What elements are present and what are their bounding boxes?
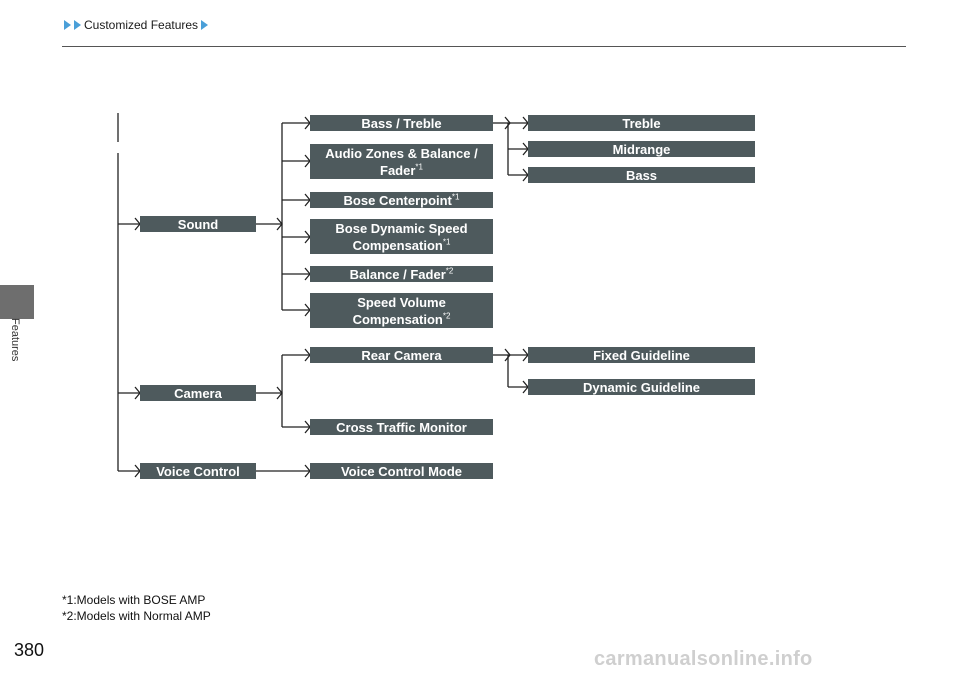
menu-speed-volume-compensation[interactable]: Speed Volume Compensation*2 (310, 293, 493, 328)
breadcrumb-label[interactable]: Customized Features (84, 18, 199, 32)
menu-treble[interactable]: Treble (528, 115, 755, 131)
footnote-mark: *2 (445, 266, 454, 276)
menu-bose-dynamic-speed-compensation[interactable]: Bose Dynamic Speed Compensation*1 (310, 219, 493, 254)
footnotes: *1:Models with BOSE AMP *2:Models with N… (62, 592, 211, 624)
watermark: carmanualsonline.info (594, 648, 813, 670)
breadcrumb: Customized Features (64, 18, 209, 32)
footnote-mark: *2 (442, 311, 451, 321)
section-tab (0, 285, 34, 319)
menu-cross-traffic-monitor[interactable]: Cross Traffic Monitor (310, 419, 493, 435)
menu-bose-centerpoint[interactable]: Bose Centerpoint*1 (310, 192, 493, 208)
menu-midrange[interactable]: Midrange (528, 141, 755, 157)
menu-rear-camera[interactable]: Rear Camera (310, 347, 493, 363)
footnote-mark: *1 (442, 237, 451, 247)
header-divider (62, 46, 906, 47)
menu-audio-zones-balance-fader[interactable]: Audio Zones & Balance / Fader*1 (310, 144, 493, 179)
menu-bass-treble[interactable]: Bass / Treble (310, 115, 493, 131)
menu-voice-control[interactable]: Voice Control (140, 463, 256, 479)
page-number: 380 (14, 640, 45, 660)
menu-fixed-guideline[interactable]: Fixed Guideline (528, 347, 755, 363)
menu-voice-control-mode[interactable]: Voice Control Mode (310, 463, 493, 479)
menu-camera[interactable]: Camera (140, 385, 256, 401)
menu-bass[interactable]: Bass (528, 167, 755, 183)
footnote-mark: *1 (415, 162, 423, 172)
footnote-mark: *1 (451, 192, 460, 202)
footnote-1: *1:Models with BOSE AMP (62, 593, 206, 607)
section-label: Features (9, 318, 21, 362)
breadcrumb-arrow-icon (74, 20, 81, 30)
menu-dynamic-guideline[interactable]: Dynamic Guideline (528, 379, 755, 395)
menu-sound[interactable]: Sound (140, 216, 256, 232)
breadcrumb-arrow-icon (64, 20, 71, 30)
footnote-2: *2:Models with Normal AMP (62, 609, 211, 623)
menu-balance-fader[interactable]: Balance / Fader*2 (310, 266, 493, 282)
breadcrumb-arrow-icon (201, 20, 209, 30)
